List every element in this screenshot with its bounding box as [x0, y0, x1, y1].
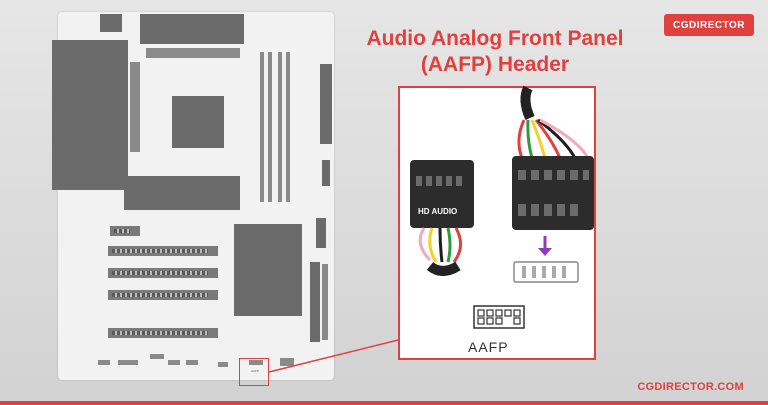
ram-slot-2 — [268, 52, 272, 202]
ram-slot-1 — [260, 52, 264, 202]
aafp-header-pins — [249, 360, 263, 365]
chipset-heatsink — [124, 176, 240, 210]
motherboard: AAFP — [52, 12, 334, 380]
sata-stack-2 — [322, 264, 328, 340]
pcie-x1-slot-1 — [110, 226, 140, 236]
header-6 — [218, 362, 228, 367]
header-4 — [168, 360, 180, 365]
header-3 — [150, 354, 164, 359]
title-line-2: (AAFP) Header — [420, 53, 570, 76]
cpu-socket — [172, 96, 224, 148]
vrm-top-row — [146, 48, 240, 58]
aafp-pinout-icon — [473, 305, 525, 329]
bottom-accent-bar — [0, 401, 768, 405]
aafp-highlight-box — [239, 358, 269, 386]
logo-text: CGDIRECTOR — [672, 19, 746, 31]
header-7 — [280, 358, 294, 366]
io-shield-block — [52, 40, 128, 190]
vrm-heatsink-top — [140, 14, 244, 44]
cgdirector-logo: CGDIRECTOR — [664, 14, 754, 36]
footer-url: CGDIRECTOR.COM — [637, 381, 744, 393]
title-line-1: Audio Analog Front Panel — [366, 27, 624, 50]
board-aafp-label: AAFP — [251, 369, 259, 373]
hd-audio-plug-side — [410, 160, 474, 228]
pcie-x16-slot-4 — [108, 328, 218, 338]
sata-stack — [310, 262, 320, 342]
pcie-x16-slot-2 — [108, 268, 218, 278]
pcie-x16-slot-3 — [108, 290, 218, 300]
pcie-x16-slot-1 — [108, 246, 218, 256]
usb3-header — [322, 160, 330, 186]
header-2 — [118, 360, 138, 365]
ram-slot-3 — [278, 52, 282, 202]
vrm-left-column — [130, 62, 140, 152]
aafp-label: AAFP — [468, 339, 509, 355]
sata-ports — [316, 218, 326, 248]
pch-heatsink — [234, 224, 302, 316]
power-connector — [100, 14, 122, 32]
header-1 — [98, 360, 110, 365]
hd-audio-plug-front — [512, 156, 594, 230]
page-title: Audio Analog Front Panel (AAFP) Header — [330, 26, 660, 78]
hd-audio-label: HD AUDIO — [418, 207, 458, 216]
ram-slot-4 — [286, 52, 290, 202]
atx-24pin — [320, 64, 332, 144]
header-5 — [186, 360, 198, 365]
